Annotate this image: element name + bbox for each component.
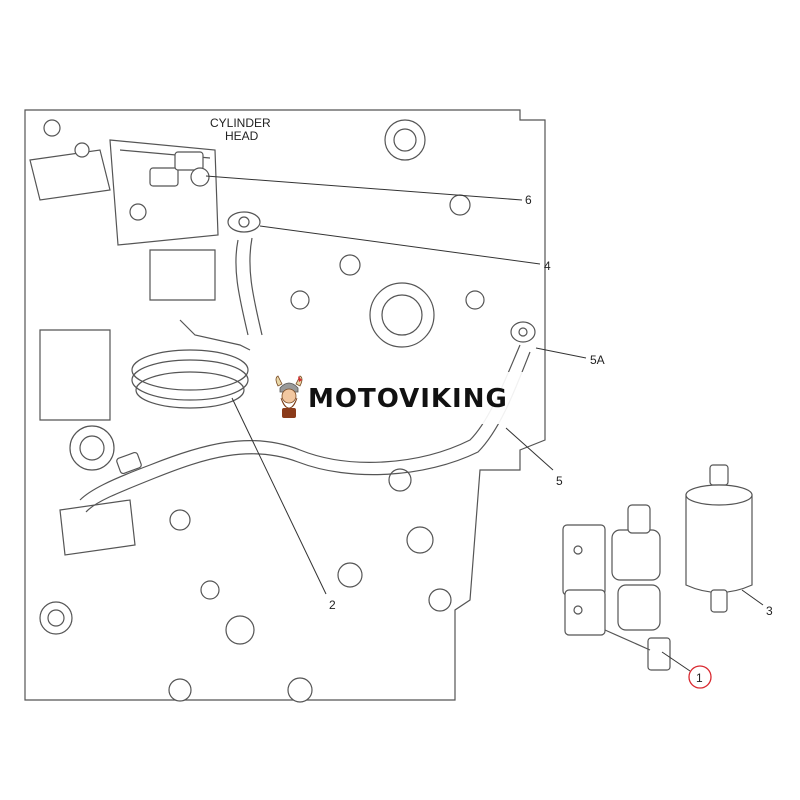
return-hose [227,211,263,336]
clamp-part-2 [131,319,251,409]
leader-lines [205,175,764,672]
head-fittings [129,151,210,221]
watermark-background [270,372,542,424]
callout-5: 5 [556,474,563,488]
fuel-pump-part-1 [562,504,671,671]
callout-1-highlight-circle [688,665,712,689]
watermark-text: MOTOVIKING [308,384,508,414]
callout-3: 3 [766,604,773,618]
engine-block [24,109,546,703]
callout-2: 2 [329,598,336,612]
viking-logo-icon [275,375,303,418]
callout-1: 1 [696,671,703,685]
cylinder-head-label-line1: CYLINDER [210,116,271,130]
callout-6: 6 [525,193,532,207]
fuel-filter-part-3 [685,464,753,613]
callout-4: 4 [544,259,551,273]
callout-5a: 5A [590,353,605,367]
cylinder-head-label-line2: HEAD [225,129,259,143]
